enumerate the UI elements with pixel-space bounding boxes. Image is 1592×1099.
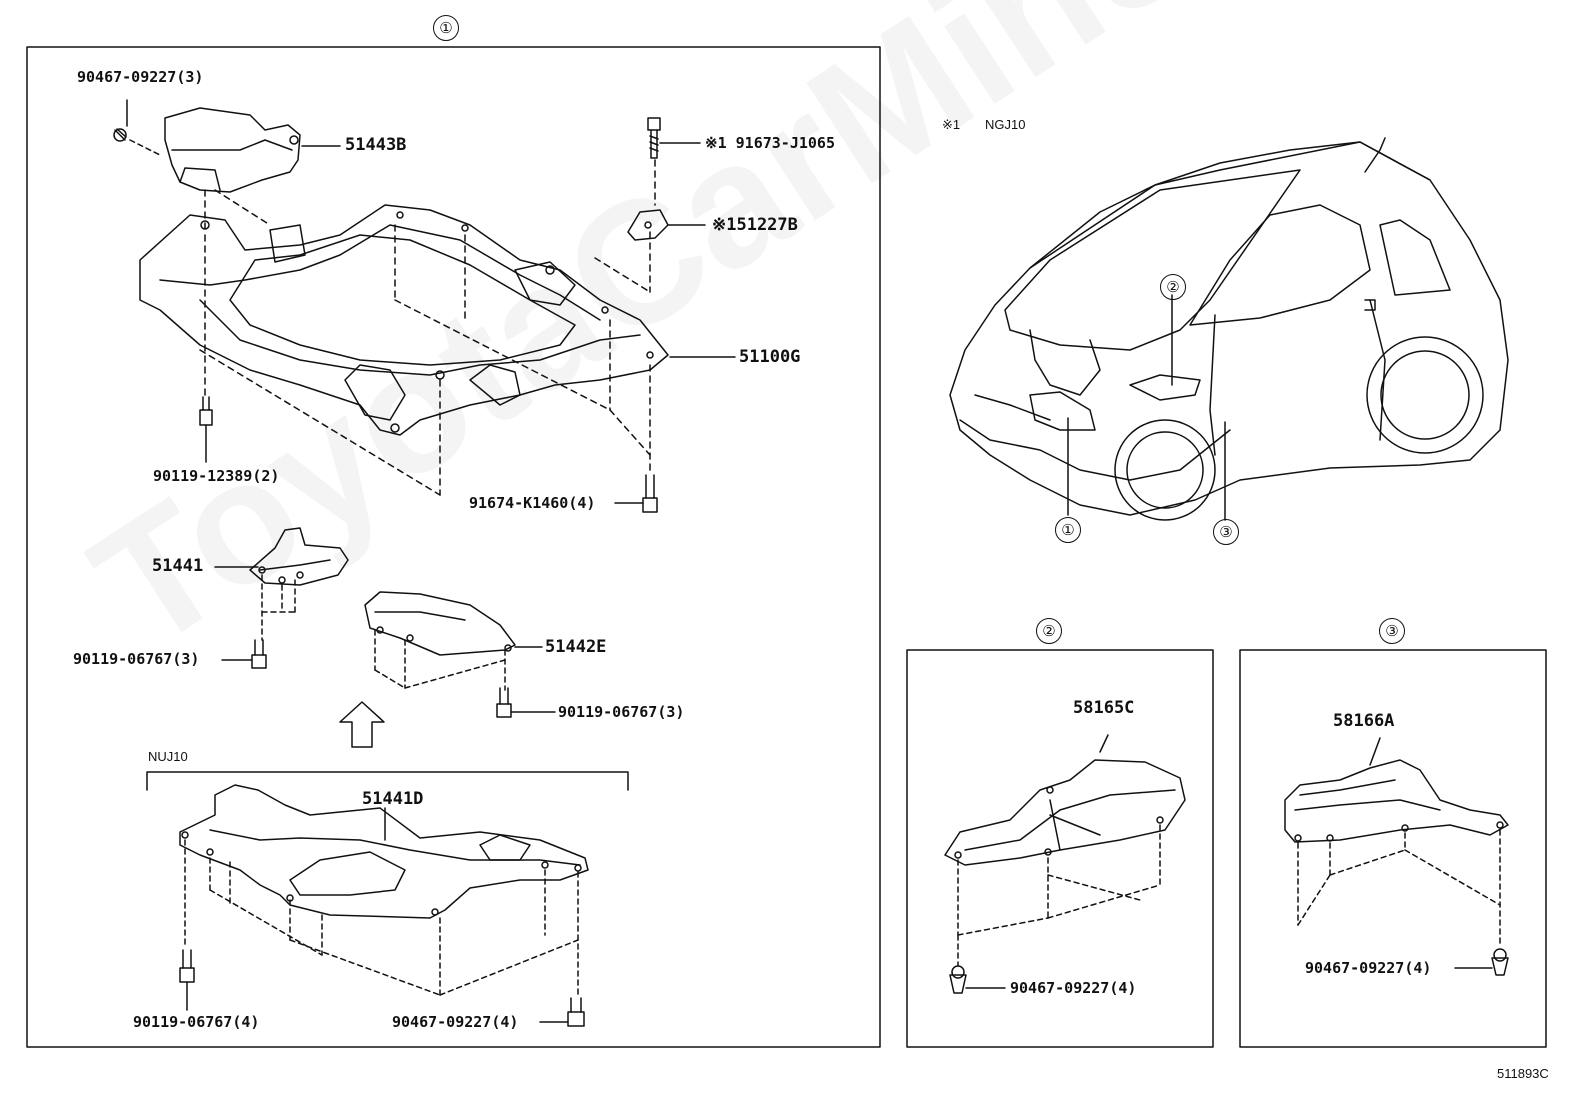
label-90467-09227-3: 90467-09227(3): [77, 68, 204, 86]
label-90119-12389-2: 90119-12389(2): [153, 467, 280, 485]
callout-2-panel: ②: [1036, 618, 1062, 644]
dashes-51442e: [374, 629, 506, 691]
label-58165c: 58165C: [1073, 698, 1135, 718]
callout-2-car: ②: [1160, 274, 1186, 300]
bolt-90467-09227-top: [113, 99, 161, 156]
bracket-51227b-drawing: [627, 209, 706, 241]
dashes-58165c: [957, 824, 1161, 966]
label-51443b: 51443B: [345, 135, 407, 155]
panel-3-frame: [1239, 649, 1547, 1048]
label-91674-k1460-4: 91674-K1460(4): [469, 494, 596, 512]
label-51227b: ※151227B: [712, 215, 798, 235]
label-58166a: 58166A: [1333, 711, 1395, 731]
up-arrow: [339, 701, 385, 748]
bolt-90119-12389: [199, 396, 213, 463]
cover-51442e-drawing: [364, 591, 543, 656]
nuj10-bracket: [146, 771, 629, 791]
callout-1-panel: ①: [433, 15, 459, 41]
cover-51441-drawing: [214, 527, 349, 586]
label-90119-06767-3-right: 90119-06767(3): [558, 703, 685, 721]
callout-3-car: ③: [1213, 519, 1239, 545]
dashes-51441d: [184, 839, 579, 996]
label-51441: 51441: [152, 556, 204, 576]
label-90119-06767-4: 90119-06767(4): [133, 1013, 260, 1031]
car-illustration: [949, 137, 1509, 521]
dashes-subframe: [199, 159, 656, 496]
diagram-code: 511893C: [1497, 1066, 1549, 1081]
note-model: NGJ10: [985, 117, 1026, 132]
label-90467-09227-4: 90467-09227(4): [392, 1013, 519, 1031]
bolt-90119-06767-bottom: [179, 949, 195, 1011]
note-mark: ※1: [942, 117, 961, 132]
bolt-90119-06767-left: [221, 639, 267, 669]
callout-1-car: ①: [1055, 517, 1081, 543]
label-51442e: 51442E: [545, 637, 607, 657]
bolt-91673-j1065: [647, 117, 701, 159]
label-51100g: 51100G: [739, 347, 801, 367]
bolt-90119-06767-right: [496, 687, 556, 718]
label-nuj10: NUJ10: [148, 749, 188, 764]
cover-58165c-drawing: [944, 734, 1186, 866]
label-panel2-bolt: 90467-09227(4): [1010, 979, 1137, 997]
panel-1-frame: [26, 46, 881, 1048]
bolt-58166a: [1454, 948, 1509, 976]
car-callout-lines: [1067, 294, 1226, 521]
callout-3-panel: ③: [1379, 618, 1405, 644]
subframe-51100g-drawing: [139, 204, 736, 436]
undercover-51441d-drawing: [179, 784, 589, 919]
dashes-51441: [261, 574, 296, 641]
shield-51443b-drawing: [164, 107, 341, 193]
bolt-91674-k1460: [614, 474, 658, 513]
panel-2-frame: [906, 649, 1214, 1048]
cover-58166a-drawing: [1284, 737, 1509, 843]
label-51441d: 51441D: [362, 789, 424, 809]
label-panel3-bolt: 90467-09227(4): [1305, 959, 1432, 977]
dashes-58166a: [1297, 829, 1501, 946]
label-90119-06767-3-left: 90119-06767(3): [73, 650, 200, 668]
bolt-90467-09227-bottom: [539, 997, 585, 1027]
label-91673-j1065: ※1 91673-J1065: [705, 134, 835, 152]
bolt-58165c: [949, 965, 1006, 994]
